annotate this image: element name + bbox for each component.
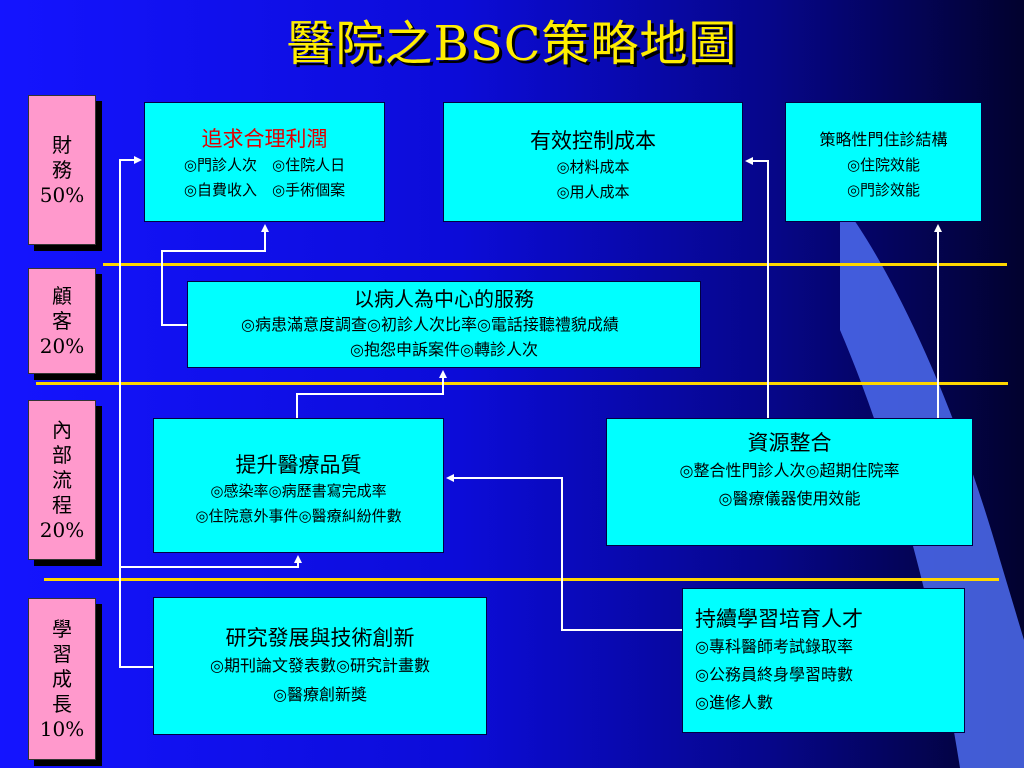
perspective-char: 務 — [52, 157, 72, 182]
box-line: ◎材料成本 — [556, 158, 630, 177]
perspective-weight: 50% — [39, 182, 85, 207]
box-line: ◎感染率◎病歷書寫完成率 — [210, 482, 387, 501]
box-title: 有效控制成本 — [530, 129, 656, 153]
divider-financial-customer — [103, 263, 1007, 266]
divider-customer-internal — [36, 382, 1008, 385]
box-line: ◎自費收入 ◎手術個案 — [183, 181, 346, 200]
box-title: 追求合理利潤 — [201, 127, 328, 151]
perspective-char: 學 — [52, 616, 72, 641]
box-line: ◎住院效能 — [846, 156, 921, 175]
box-title: 以病人為中心的服務 — [354, 287, 534, 311]
perspective-char: 部 — [52, 442, 72, 467]
perspective-learning: 學 習 成 長 10% — [28, 598, 96, 760]
box-line: ◎抱怨申訴案件◎轉診人次 — [350, 339, 538, 359]
perspective-financial: 財 務 50% — [28, 95, 96, 245]
arrow-resource-to-cost — [745, 157, 769, 418]
box-line: ◎專科醫師考試錄取率 — [695, 637, 853, 657]
box-reasonable-profit: 追求合理利潤 ◎門診人次 ◎住院人日 ◎自費收入 ◎手術個案 — [144, 102, 385, 222]
arrow-research-to-quality — [119, 555, 302, 590]
arrow-quality-to-service — [296, 370, 447, 418]
box-title: 研究發展與技術創新 — [225, 626, 415, 650]
box-talent-development: 持續學習培育人才 ◎專科醫師考試錄取率 ◎公務員終身學習時數 ◎進修人數 — [682, 588, 965, 733]
box-line: ◎用人成本 — [556, 183, 630, 202]
perspective-char: 成 — [52, 666, 72, 691]
box-line: ◎公務員終身學習時數 — [695, 665, 853, 685]
perspective-char: 程 — [52, 492, 72, 517]
box-line: ◎門診效能 — [846, 181, 921, 200]
box-line: ◎病患滿意度調查◎初診人次比率◎電話接聽禮貌成績 — [241, 315, 619, 334]
box-title: 持續學習培育人才 — [695, 607, 863, 631]
box-title: 提升醫療品質 — [235, 453, 362, 477]
box-line: ◎醫療創新獎 — [273, 685, 367, 705]
perspective-char: 財 — [52, 132, 72, 157]
box-line: ◎整合性門診人次◎超期住院率 — [679, 461, 900, 481]
box-line: ◎醫療儀器使用效能 — [718, 489, 861, 509]
perspective-char: 習 — [52, 641, 72, 666]
perspective-char: 客 — [52, 308, 72, 333]
arrow-research-to-profit — [119, 156, 153, 668]
perspective-char: 內 — [52, 417, 72, 442]
box-cost-control: 有效控制成本 ◎材料成本 ◎用人成本 — [443, 102, 743, 222]
box-resource-integration: 資源整合 ◎整合性門診人次◎超期住院率 ◎醫療儀器使用效能 — [606, 418, 973, 546]
box-line: ◎住院意外事件◎醫療糾紛件數 — [195, 507, 402, 526]
perspective-weight: 20% — [39, 333, 85, 358]
box-patient-centered-service: 以病人為中心的服務 ◎病患滿意度調查◎初診人次比率◎電話接聽禮貌成績 ◎抱怨申訴… — [187, 281, 701, 368]
perspective-char: 顧 — [52, 283, 72, 308]
perspective-char: 流 — [52, 467, 72, 492]
perspective-internal: 內 部 流 程 20% — [28, 400, 96, 560]
perspective-weight: 10% — [39, 716, 85, 741]
perspective-weight: 20% — [39, 517, 85, 542]
box-line: ◎進修人數 — [695, 693, 773, 713]
box-line: ◎期刊論文發表數◎研究計畫數 — [210, 656, 430, 676]
perspective-char: 長 — [52, 691, 72, 716]
box-title: 資源整合 — [747, 431, 832, 455]
divider-internal-learning — [44, 578, 999, 581]
box-medical-quality: 提升醫療品質 ◎感染率◎病歷書寫完成率 ◎住院意外事件◎醫療糾紛件數 — [153, 418, 444, 553]
box-title: 策略性門住診結構 — [819, 130, 948, 149]
page-title: 醫院之BSC策略地圖 — [286, 16, 738, 72]
box-research-innovation: 研究發展與技術創新 ◎期刊論文發表數◎研究計畫數 ◎醫療創新獎 — [153, 597, 487, 735]
perspective-customer: 顧 客 20% — [28, 268, 96, 374]
box-line: ◎門診人次 ◎住院人日 — [183, 156, 346, 175]
box-strategic-structure: 策略性門住診結構 ◎住院效能 ◎門診效能 — [785, 102, 982, 222]
